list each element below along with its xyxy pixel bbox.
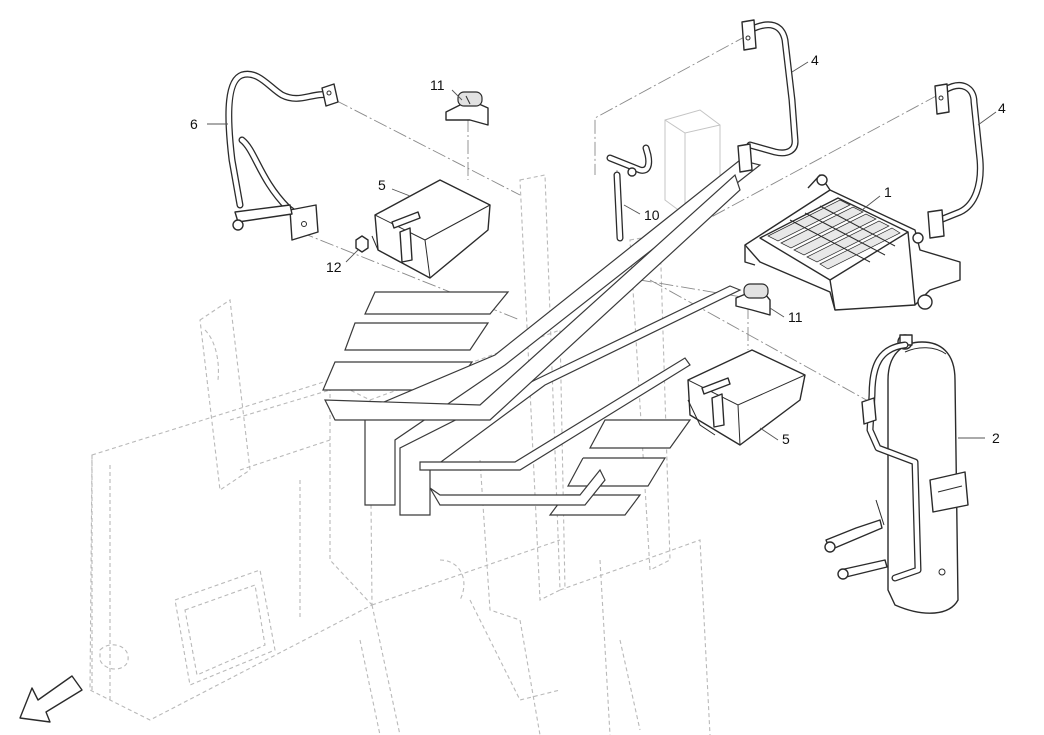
- rod-part-10: [606, 144, 653, 242]
- callout-leaders: [207, 61, 997, 441]
- grab-handle-part-6: [225, 70, 339, 241]
- direction-arrow-icon: [19, 675, 83, 723]
- step-plates-lower: [419, 357, 692, 516]
- machine-body-outline: [89, 109, 721, 735]
- gas-cylinder-part-2: [824, 334, 969, 614]
- callout-11-upper: 11: [430, 77, 445, 93]
- box-part-5-lower: [687, 349, 806, 446]
- grab-handle-part-4a: [737, 19, 799, 173]
- callout-5-upper: 5: [378, 177, 386, 193]
- step-plates-upper: [322, 159, 762, 516]
- callout-4-right: 4: [998, 100, 1006, 116]
- hinge-part-11-lower: [735, 283, 771, 316]
- callout-5-lower: 5: [782, 431, 790, 447]
- callout-2: 2: [992, 430, 1000, 446]
- platform-part-1: [744, 174, 961, 311]
- callout-12: 12: [326, 259, 342, 275]
- box-part-5-upper: [371, 179, 491, 279]
- callout-11-lower: 11: [788, 309, 803, 325]
- callout-6: 6: [190, 116, 198, 132]
- callout-10: 10: [644, 207, 660, 223]
- hinge-part-11-upper: [445, 91, 489, 126]
- callout-1: 1: [884, 184, 892, 200]
- grab-handle-part-4b: [927, 82, 984, 239]
- callout-labels: 1 2 4 4 5 5 6 10 11 11 12: [190, 52, 1006, 447]
- nut-part-12: [355, 235, 369, 253]
- platform-grate: [767, 199, 901, 270]
- callout-4-upper: 4: [811, 52, 819, 68]
